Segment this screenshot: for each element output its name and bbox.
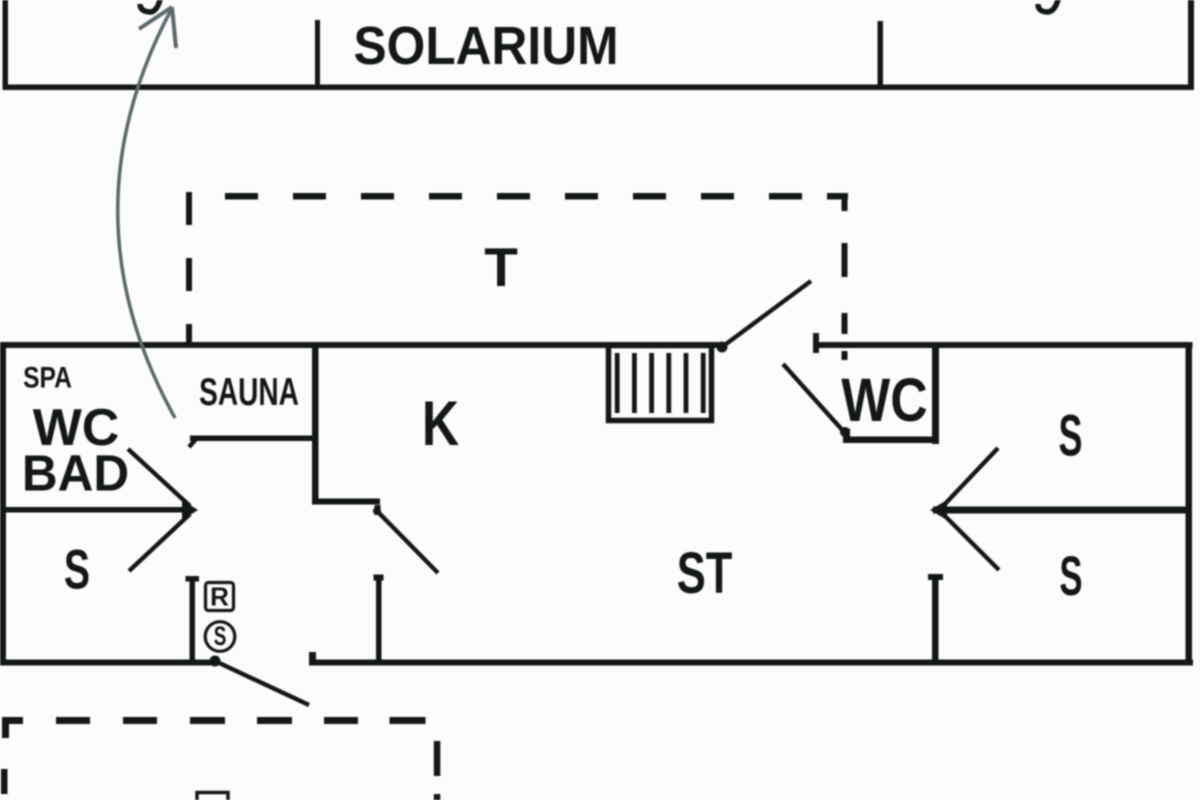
- svg-text:S: S: [64, 539, 90, 602]
- svg-text:S: S: [1059, 545, 1082, 608]
- svg-text:WC: WC: [33, 399, 120, 457]
- svg-text:K: K: [422, 389, 460, 459]
- svg-text:SPA: SPA: [23, 360, 72, 394]
- svg-text:R: R: [210, 582, 229, 612]
- svg-text:SAUNA: SAUNA: [199, 371, 299, 415]
- svg-text:S: S: [1059, 404, 1083, 469]
- svg-text:S: S: [214, 621, 227, 651]
- svg-text:ST: ST: [677, 541, 733, 605]
- svg-text:T: T: [484, 236, 518, 298]
- svg-text:WC: WC: [841, 366, 927, 434]
- svg-text:SOLARIUM: SOLARIUM: [354, 15, 619, 75]
- svg-text:BAD: BAD: [22, 445, 129, 502]
